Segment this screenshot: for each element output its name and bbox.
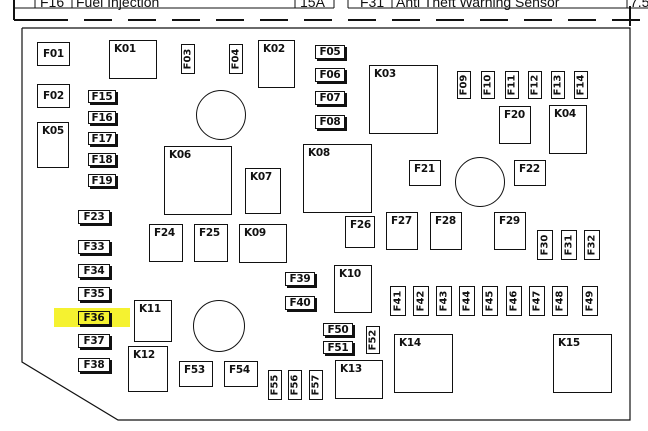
fuse-f22: F22 — [514, 160, 546, 186]
relay-k01: K01 — [109, 40, 157, 79]
fuse-f26: F26 — [345, 216, 375, 248]
table-code-1: F16 — [40, 0, 65, 10]
fuse-f44: F44 — [459, 286, 475, 316]
fuse-f27: F27 — [386, 212, 418, 250]
fuse-f01: F01 — [37, 42, 70, 66]
fuse-f45: F45 — [482, 286, 498, 316]
table-desc-2: Anti Theft Warning Sensor — [396, 0, 560, 10]
fuse-f50: F50 — [323, 323, 353, 336]
fuse-f51: F51 — [323, 341, 353, 354]
fuse-f21: F21 — [409, 160, 441, 186]
relay-k08: K08 — [303, 144, 372, 213]
fuse-f03: F03 — [181, 44, 195, 74]
fuse-f08: F08 — [315, 115, 345, 129]
fuse-f18: F18 — [88, 153, 116, 166]
relay-k09: K09 — [239, 224, 287, 263]
fuse-f40: F40 — [285, 296, 315, 310]
fuse-f15: F15 — [88, 90, 116, 103]
table-code-2: F31 — [360, 0, 385, 10]
relay-k06: K06 — [164, 146, 232, 215]
fuse-f49: F49 — [582, 286, 598, 316]
fuse-f10: F10 — [481, 71, 495, 99]
fuse-f47: F47 — [529, 286, 545, 316]
fuse-f36: F36 — [78, 311, 110, 325]
table-amps-2: 7.5 — [630, 0, 648, 10]
fuse-f20: F20 — [499, 106, 531, 144]
fuse-f04: F04 — [229, 44, 243, 74]
fuse-f12: F12 — [528, 71, 542, 99]
fuse-f55: F55 — [268, 370, 282, 400]
fuse-f25: F25 — [194, 224, 228, 262]
fuse-f33: F33 — [78, 240, 110, 254]
fuse-f24: F24 — [149, 224, 183, 262]
fuse-f37: F37 — [78, 334, 110, 348]
mount-hole-1 — [196, 90, 246, 140]
relay-k10: K10 — [334, 265, 372, 313]
fuse-f52: F52 — [366, 326, 380, 354]
fuse-f56: F56 — [288, 370, 302, 400]
fuse-f30: F30 — [537, 230, 553, 260]
fuse-f43: F43 — [436, 286, 452, 316]
fuse-f41: F41 — [390, 286, 406, 316]
fuse-f13: F13 — [551, 71, 565, 99]
relay-k04: K04 — [549, 105, 587, 154]
fuse-f23: F23 — [78, 210, 110, 224]
relay-k14: K14 — [394, 334, 453, 393]
fuse-f09: F09 — [457, 71, 471, 99]
mount-hole-2 — [455, 157, 505, 207]
relay-k03: K03 — [369, 65, 438, 134]
fuse-f17: F17 — [88, 132, 116, 145]
relay-k15: K15 — [553, 334, 612, 393]
table-amps-1: 15A — [300, 0, 325, 10]
fuse-f34: F34 — [78, 264, 110, 278]
fuse-f28: F28 — [430, 212, 462, 250]
fuse-f54: F54 — [224, 361, 258, 387]
fuse-f38: F38 — [78, 358, 110, 372]
fuse-f06: F06 — [315, 68, 345, 82]
fuse-f05: F05 — [315, 45, 345, 59]
fuse-f31: F31 — [561, 230, 577, 260]
mount-hole-3 — [193, 300, 245, 352]
relay-k07: K07 — [245, 168, 281, 214]
fuse-f42: F42 — [413, 286, 429, 316]
fuse-f07: F07 — [315, 91, 345, 105]
relay-k11: K11 — [134, 300, 172, 342]
relay-k12: K12 — [128, 346, 168, 392]
fuse-f19: F19 — [88, 174, 116, 187]
fuse-f14: F14 — [574, 71, 588, 99]
fuse-f29: F29 — [494, 212, 526, 250]
fuse-f53: F53 — [179, 361, 213, 387]
fuse-f35: F35 — [78, 287, 110, 301]
fuse-f02: F02 — [37, 84, 70, 108]
fuse-f57: F57 — [309, 370, 323, 400]
fuse-f16: F16 — [88, 111, 116, 124]
relay-k13: K13 — [335, 360, 383, 399]
fuse-f48: F48 — [552, 286, 568, 316]
fuse-f39: F39 — [285, 272, 315, 286]
f36-highlight — [54, 308, 130, 327]
fuse-f46: F46 — [506, 286, 522, 316]
relay-k02: K02 — [258, 40, 295, 88]
relay-k05: K05 — [37, 122, 69, 168]
fuse-f11: F11 — [505, 71, 519, 99]
table-desc-1: Fuel Injection — [76, 0, 160, 10]
fuse-f32: F32 — [584, 230, 600, 260]
